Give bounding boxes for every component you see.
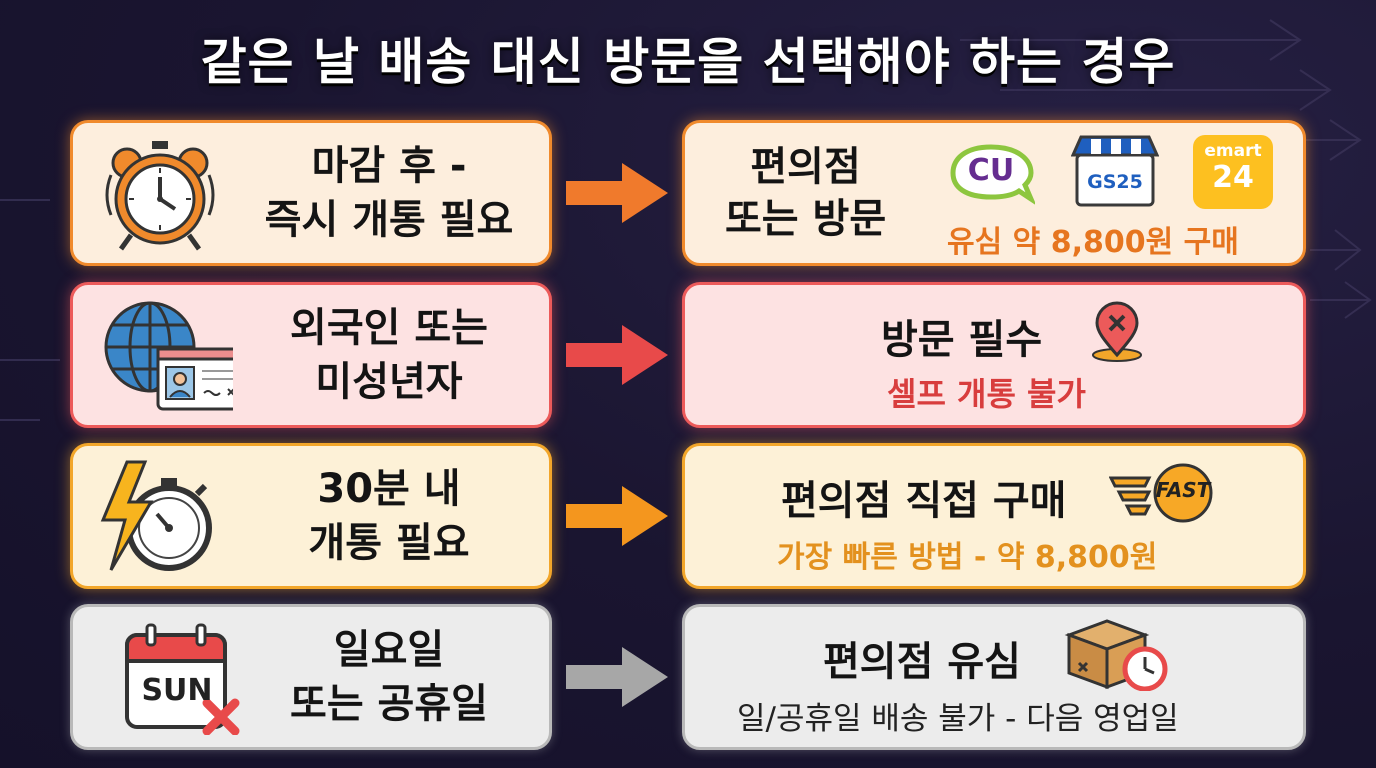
action-main-line-2: 또는 방문 <box>725 196 887 242</box>
action-card-visit-required: 방문 필수 셀프 개통 불가 <box>682 282 1306 428</box>
location-pin-x-icon <box>1092 301 1142 362</box>
page-title: 같은 날 배송 대신 방문을 선택해야 하는 경우 <box>200 33 1176 91</box>
action-sub-text: 가장 빠른 방법 - 약 8,800원 <box>777 540 1158 575</box>
action-sub-text: 유심 약 8,800원 구매 <box>947 225 1239 260</box>
arrow-right-icon <box>566 163 668 223</box>
calendar-sun-x-icon: SUN <box>123 623 243 736</box>
arrow-right-icon <box>566 647 668 707</box>
fast-badge: FAST <box>1108 462 1219 524</box>
condition-line-2: 즉시 개통 필요 <box>264 197 514 243</box>
package-clock-icon <box>1064 619 1168 691</box>
arrow-right-icon <box>566 486 668 546</box>
action-card-store-sim: 편의점 유심 일/공휴일 배송 불가 - 다음 영업일 <box>682 604 1306 750</box>
condition-label: 마감 후 - 즉시 개통 필요 <box>239 123 539 263</box>
condition-line-2: 미성년자 <box>315 359 463 405</box>
condition-line-2: 또는 공휴일 <box>290 681 488 727</box>
emart24-logo: emart 24 <box>1193 135 1273 209</box>
condition-line-1: 마감 후 - <box>311 143 467 189</box>
lightning-stopwatch-icon <box>100 460 212 571</box>
condition-card-foreigner-or-minor: 외국인 또는 미성년자 <box>70 282 552 428</box>
action-main-text: 방문 필수 <box>881 317 1043 363</box>
action-sub-text: 셀프 개통 불가 <box>887 375 1086 413</box>
gs25-logo: GS25 <box>1070 133 1160 209</box>
globe-id-card-icon <box>104 301 233 411</box>
action-main-text: 편의점 직접 구매 <box>781 478 1067 524</box>
condition-label: 30분 내 개통 필요 <box>239 446 539 586</box>
condition-line-2: 개통 필요 <box>308 520 470 566</box>
condition-card-after-deadline: 마감 후 - 즉시 개통 필요 <box>70 120 552 266</box>
condition-label: 외국인 또는 미성년자 <box>239 285 539 425</box>
action-sub-text: 일/공휴일 배송 불가 - 다음 영업일 <box>737 701 1179 737</box>
arrow-right-icon <box>566 325 668 385</box>
action-card-buy-at-store: 편의점 직접 구매 FAST 가장 빠른 방법 - 약 8,800원 <box>682 443 1306 589</box>
condition-card-sunday-or-holiday: SUN 일요일 또는 공휴일 <box>70 604 552 750</box>
alarm-clock-icon <box>105 141 215 251</box>
action-main-text: 편의점 유심 <box>823 639 1021 685</box>
condition-line-1: 30분 내 <box>317 466 461 512</box>
condition-card-within-30-min: 30분 내 개통 필요 <box>70 443 552 589</box>
action-main-line-1: 편의점 <box>750 144 861 190</box>
condition-label: 일요일 또는 공휴일 <box>239 607 539 747</box>
condition-line-1: 일요일 <box>333 627 445 673</box>
action-card-convenience-store-or-visit: 편의점 또는 방문 CU GS25 emart 24 유심 약 8,800원 구… <box>682 120 1306 266</box>
condition-line-1: 외국인 또는 <box>290 305 488 351</box>
cu-logo: CU <box>947 141 1037 206</box>
